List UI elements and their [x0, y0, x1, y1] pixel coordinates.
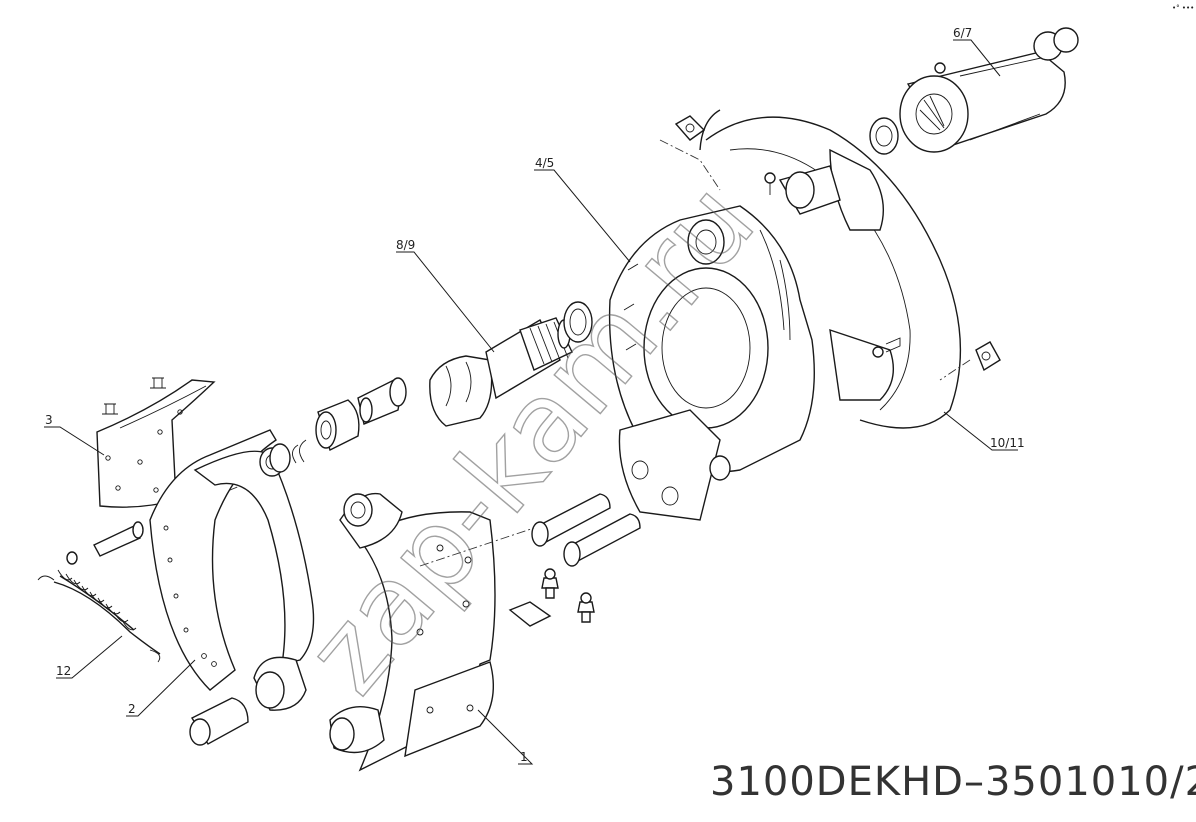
part-2-brake-shoe-rear — [149, 429, 315, 711]
callout-8-9: 8/9 — [396, 238, 415, 252]
corner-mark: •° ••• — [1172, 4, 1194, 12]
drawing-code: 3100DEKHD–3501010/20 — [710, 759, 1196, 805]
grease-fittings — [508, 568, 595, 627]
callout-1: 1 — [520, 750, 528, 764]
part-3-brake-lining — [96, 377, 216, 508]
callout-leaders — [44, 39, 1018, 765]
callout-12: 12 — [56, 664, 71, 678]
cam-roller — [189, 697, 249, 746]
brake-pins — [419, 493, 641, 567]
callout-2: 2 — [128, 702, 136, 716]
part-4-5-brake-spider — [608, 205, 815, 521]
part-1-brake-shoe-front — [329, 492, 496, 772]
callout-10-11: 10/11 — [990, 436, 1025, 450]
camshaft-bushing-set — [269, 377, 407, 473]
part-8-9-camshaft — [429, 301, 593, 427]
shield-mounting-bolts — [659, 115, 1001, 381]
part-12-return-spring — [37, 569, 161, 663]
callout-3: 3 — [45, 413, 53, 427]
callout-4-5: 4/5 — [535, 156, 554, 170]
part-6-7-slack-adjuster — [869, 27, 1079, 155]
callout-6-7: 6/7 — [953, 26, 972, 40]
